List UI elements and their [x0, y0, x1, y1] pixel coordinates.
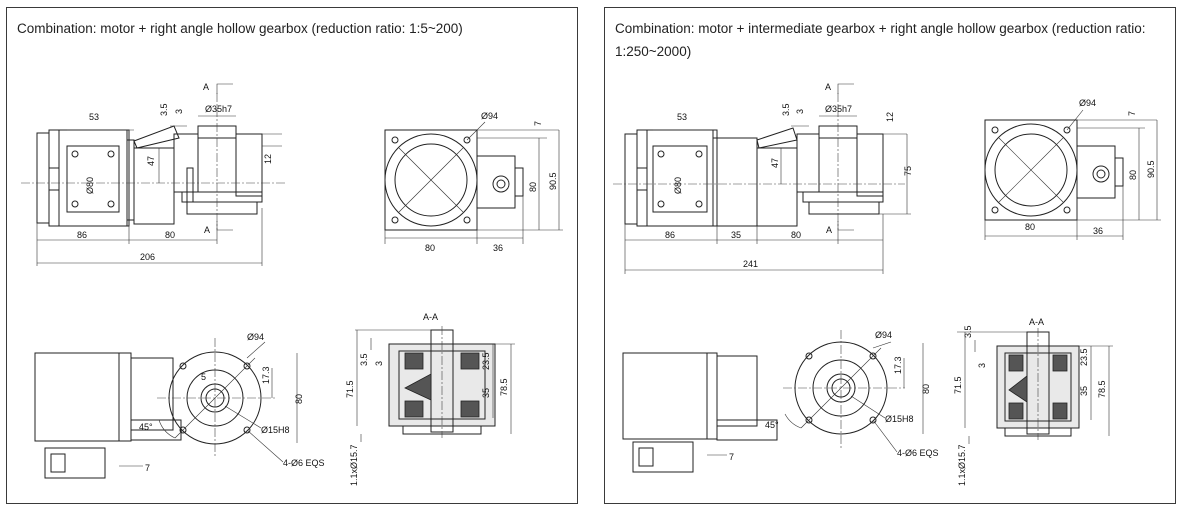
dim-label: 206: [140, 252, 155, 262]
drawing-right: A A Ø35h7 3.5 3 53 47 12 75 Ø80 86 35 80: [613, 82, 1161, 486]
dim-label: 80: [425, 243, 435, 253]
bottom-view: Ø94 5 17.3 80 45° Ø15H8 4-Ø6 EQS 7: [34, 332, 325, 479]
dim-label: 3: [174, 109, 184, 114]
dim-label: 80: [294, 394, 304, 404]
panel-title: Combination: motor + intermediate gearbo…: [615, 21, 1146, 59]
dim-label: 35: [731, 230, 741, 240]
dim-label: 36: [493, 243, 503, 253]
dim-label: 23.5: [481, 352, 491, 370]
dim-label: 75: [903, 166, 913, 176]
dim-label: 90.5: [1146, 160, 1156, 178]
dim-label: 5: [201, 372, 206, 382]
dim-label: 241: [743, 259, 758, 269]
dim-label: Ø80: [85, 177, 95, 194]
dim-label: Ø15H8: [885, 414, 914, 424]
dim-label: 1.1xØ15.7: [957, 444, 967, 486]
dim-label: 80: [921, 384, 931, 394]
dim-label: 3.5: [159, 103, 169, 116]
dim-label: 53: [677, 112, 687, 122]
section-title: A-A: [423, 312, 438, 322]
dim-label: 17.3: [261, 366, 271, 384]
dim-label: 80: [165, 230, 175, 240]
drawing-left: A A Ø35h7 3.5 3 53 47 12 Ø80 86 80 206: [21, 82, 563, 486]
drawing-panel-right: Combination: motor + intermediate gearbo…: [604, 7, 1176, 504]
dim-label: 4-Ø6 EQS: [897, 448, 939, 458]
section-view: A-A 3.5 3 71.5 23.5 35 78.5 1.1xØ15.7: [953, 317, 1113, 486]
dim-label: 86: [665, 230, 675, 240]
dim-label: 3: [977, 363, 987, 368]
dim-label: 86: [77, 230, 87, 240]
dim-label: Ø94: [875, 330, 892, 340]
dim-label: 71.5: [345, 380, 355, 398]
dim-label: 12: [885, 112, 895, 122]
dim-label: 47: [770, 158, 780, 168]
dim-label: 78.5: [1097, 380, 1107, 398]
panel-title: Combination: motor + right angle hollow …: [17, 21, 463, 36]
dim-label: 7: [729, 452, 734, 462]
dim-label: 3.5: [359, 353, 369, 366]
drawing-panel-left: Combination: motor + right angle hollow …: [6, 7, 578, 504]
dim-label: 80: [1025, 222, 1035, 232]
dim-label: Ø35h7: [825, 104, 852, 114]
dim-label: Ø94: [1079, 98, 1096, 108]
dim-label: Ø35h7: [205, 104, 232, 114]
dim-label: 4-Ø6 EQS: [283, 458, 325, 468]
dim-label: 3: [374, 361, 384, 366]
dim-label: Ø94: [481, 111, 498, 121]
section-title: A-A: [1029, 317, 1044, 327]
section-label: A: [204, 225, 210, 235]
section-label: A: [203, 82, 209, 92]
dim-label: 12: [263, 154, 273, 164]
dim-label: 3: [795, 109, 805, 114]
section-view: A-A 3.5 3 71.5 23.5 35 78.5 1.1xØ15.7: [345, 312, 515, 486]
side-view: Ø94 7 80 36 80 90.5: [984, 98, 1161, 240]
dim-label: 17.3: [893, 356, 903, 374]
bottom-view: Ø94 17.3 80 45° Ø15H8 4-Ø6 EQS 7: [622, 330, 939, 473]
dim-label: 7: [145, 463, 150, 473]
dim-label: Ø80: [673, 177, 683, 194]
front-view: A A Ø35h7 3.5 3 53 47 12 Ø80 86 80 206: [21, 82, 287, 266]
dim-label: 78.5: [499, 378, 509, 396]
dim-label: Ø15H8: [261, 425, 290, 435]
dim-label: 35: [1079, 386, 1089, 396]
dim-label: 80: [1128, 170, 1138, 180]
section-label: A: [826, 225, 832, 235]
dim-label: 23.5: [1079, 348, 1089, 366]
dim-label: 90.5: [548, 172, 558, 190]
dim-label: 80: [528, 182, 538, 192]
section-label: A: [825, 82, 831, 92]
dim-label: 45°: [765, 420, 779, 430]
dim-label: 3.5: [781, 103, 791, 116]
dim-label: 71.5: [953, 376, 963, 394]
dim-label: 7: [1127, 111, 1137, 116]
dim-label: 47: [146, 156, 156, 166]
dim-label: 36: [1093, 226, 1103, 236]
dim-label: 53: [89, 112, 99, 122]
dim-label: 45°: [139, 422, 153, 432]
dim-label: 7: [533, 121, 543, 126]
dim-label: 1.1xØ15.7: [349, 444, 359, 486]
front-view: A A Ø35h7 3.5 3 53 47 12 75 Ø80 86 35 80: [613, 82, 913, 274]
dim-label: 80: [791, 230, 801, 240]
side-view: Ø94 7 80 36 80 90.5: [384, 111, 563, 253]
dim-label: 35: [481, 388, 491, 398]
dim-label: Ø94: [247, 332, 264, 342]
